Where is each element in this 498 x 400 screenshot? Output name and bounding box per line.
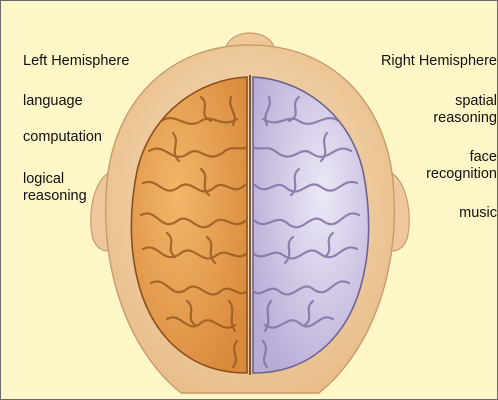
right-function-spatial-reasoning: spatial reasoning <box>433 93 497 127</box>
right-function-face-recognition: face recognition <box>426 149 497 183</box>
left-function-logical-reasoning: logical reasoning <box>23 171 87 205</box>
left-hemisphere-heading: Left Hemisphere <box>23 53 129 70</box>
right-hemisphere-heading: Right Hemisphere <box>381 53 497 70</box>
right-function-music: music <box>459 205 497 222</box>
left-function-language: language <box>23 93 83 110</box>
left-function-computation: computation <box>23 129 102 146</box>
